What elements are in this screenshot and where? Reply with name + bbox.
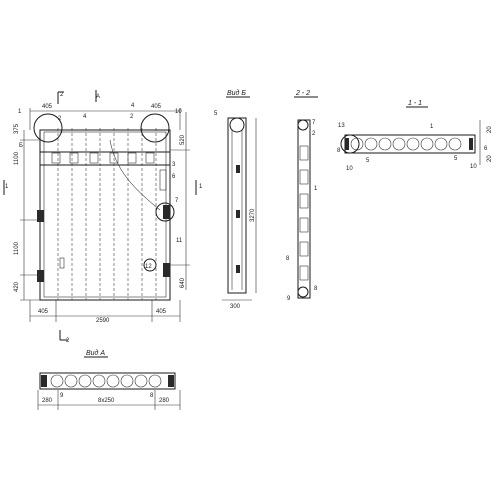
view-b-dim-height: 3270 — [250, 208, 256, 222]
callout-11: 11 — [176, 238, 183, 244]
view-a-outline — [39, 372, 176, 390]
sec22-callout-8b: 8 — [314, 286, 318, 292]
dim-right-1: 520 — [180, 134, 186, 145]
sec11-callout-5b: 5 — [454, 156, 458, 162]
dim-bottom-mid: 2590 — [96, 318, 110, 324]
callout-6: 6 — [172, 174, 176, 180]
section-mark-2-top: 2 — [60, 92, 64, 98]
callout-4: 4 — [83, 114, 87, 120]
dim-bottom-left: 405 — [38, 309, 49, 315]
callout-10: 10 — [175, 109, 182, 115]
section-2-2-title: 2 - 2 — [295, 90, 310, 97]
section-mark-2-bottom: 2 — [66, 338, 70, 344]
callout-2b: 2 — [130, 114, 134, 120]
view-b: Вид Б 5 3270 300 — [214, 89, 257, 310]
view-a-title: Вид А — [86, 349, 105, 357]
callout-7: 7 — [175, 198, 179, 204]
dim-right-2: 640 — [180, 277, 186, 288]
corner-detail-circle — [140, 113, 170, 143]
view-a-callout-9: 9 — [60, 393, 64, 399]
sec22-callout-1: 1 — [314, 186, 318, 192]
section-1-1-title: 1 - 1 — [408, 100, 422, 107]
callout-1: 1 — [18, 109, 22, 115]
dim-left-small: 375 — [14, 123, 20, 134]
corner-detail-circle — [33, 113, 63, 143]
section-mark-b: Б — [19, 143, 23, 149]
view-a-dim-mid: 8х250 — [98, 398, 115, 404]
sec11-callout-6: 6 — [484, 146, 488, 152]
sec22-callout-9: 9 — [287, 296, 291, 302]
section-1-1: 1 - 1 13 1 8 5 5 10 10 6 20 20 — [337, 100, 493, 172]
view-a-callout-8: 8 — [150, 393, 154, 399]
callout-3: 3 — [172, 162, 176, 168]
callout-12: 12 — [145, 264, 152, 270]
section-mark-1-right: 1 — [199, 184, 203, 190]
sec22-callout-8: 8 — [286, 256, 290, 262]
dim-left-1: 1100 — [14, 151, 20, 165]
sec11-callout-10: 10 — [346, 166, 353, 172]
dim-bottom-right: 405 — [156, 309, 167, 315]
sec11-callout-8: 8 — [337, 148, 341, 154]
slab-outline — [39, 129, 171, 301]
sec22-callout-7: 7 — [312, 120, 316, 126]
dim-top-left: 405 — [42, 104, 53, 110]
sec11-callout-1: 1 — [430, 124, 434, 130]
view-b-callout-5: 5 — [214, 111, 218, 117]
sec11-callout-10b: 10 — [470, 164, 477, 170]
sec11-callout-5: 5 — [366, 158, 370, 164]
view-a: Вид А 9 8 280 8х250 280 — [37, 349, 181, 410]
view-a-dim-right: 280 — [159, 398, 170, 404]
view-b-title: Вид Б — [227, 89, 246, 97]
dim-left-3: 420 — [14, 281, 20, 292]
section-mark-a: А — [96, 94, 100, 100]
section-1-1-outline — [344, 134, 476, 154]
callout-2: 2 — [58, 116, 62, 122]
dim-left-2: 1100 — [14, 241, 20, 255]
callout-4b: 4 — [131, 103, 135, 109]
sec11-callout-13: 13 — [338, 123, 345, 129]
main-plan-view: 405 405 405 2590 405 1100 1100 420 375 5… — [3, 90, 203, 344]
sec22-callout-2: 2 — [312, 131, 316, 137]
view-a-dim-left: 280 — [42, 398, 53, 404]
sec11-dim-bottom: 20 — [487, 155, 493, 162]
section-mark-1-left: 1 — [5, 184, 9, 190]
sec11-dim-top: 20 — [487, 126, 493, 133]
dim-top-right: 405 — [151, 104, 162, 110]
view-b-dim-width: 300 — [230, 304, 241, 310]
section-2-2: 2 - 2 7 2 1 8 9 8 — [286, 90, 318, 302]
